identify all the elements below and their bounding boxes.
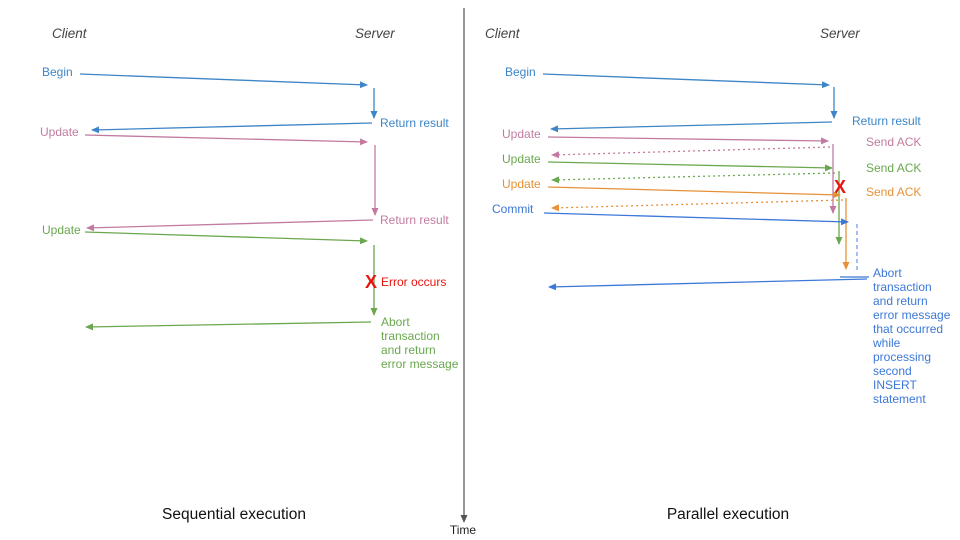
right-begin-return-line [550, 121, 833, 133]
right-abort-message: Abort transaction and return error messa… [872, 266, 954, 406]
left-return-result-1-label: Return result [380, 116, 449, 130]
right-begin-label: Begin [505, 65, 536, 79]
left-update-2-label: Update [42, 223, 81, 237]
right-send-ack-3-line [551, 199, 844, 212]
left-abort-message: Abort transaction and return error messa… [381, 315, 459, 371]
right-update-2-label: Update [502, 152, 541, 166]
left-begin-request-line [79, 73, 368, 89]
time-axis-label: Time [450, 523, 477, 537]
right-client-header: Client [485, 26, 521, 41]
right-commit-label: Commit [492, 202, 534, 216]
right-send-ack-3-label: Send ACK [866, 185, 921, 199]
time-axis-arrowhead-icon [460, 515, 468, 523]
left-update-2-request-line [84, 231, 368, 245]
right-server-header: Server [820, 26, 860, 41]
right-update-1-request-line [547, 136, 829, 145]
right-begin-request-line [542, 73, 830, 89]
left-error-occurs-label: Error occurs [381, 275, 446, 289]
left-return-result-2-label: Return result [380, 213, 449, 227]
right-return-result-label: Return result [852, 114, 921, 128]
right-panel-title: Parallel execution [667, 506, 789, 523]
right-error-x-icon: X [834, 177, 846, 197]
left-update-1-request-line [84, 134, 368, 146]
left-update-1-label: Update [40, 125, 79, 139]
left-panel-title: Sequential execution [162, 506, 306, 523]
left-abort-return-line [85, 321, 372, 331]
right-update-2-request-line [547, 161, 833, 172]
right-send-ack-1-line [551, 146, 831, 159]
right-send-ack-1-label: Send ACK [866, 135, 921, 149]
right-update-3-request-line [547, 186, 841, 199]
left-begin-return-line [91, 122, 373, 134]
left-update-1-return-line [86, 219, 374, 232]
left-client-header: Client [52, 26, 88, 41]
right-send-ack-2-line [551, 172, 836, 184]
parallel-panel: Client Server Begin Return result Update… [485, 26, 954, 523]
right-update-1-label: Update [502, 127, 541, 141]
right-abort-return-line [548, 278, 868, 291]
left-begin-label: Begin [42, 65, 73, 79]
right-send-ack-2-label: Send ACK [866, 161, 921, 175]
left-error-x-icon: X [365, 272, 377, 292]
right-update-3-label: Update [502, 177, 541, 191]
left-server-header: Server [355, 26, 395, 41]
right-commit-request-line [543, 212, 849, 226]
sequential-panel: Client Server Begin Return result Update… [40, 26, 459, 523]
time-axis: Time [450, 8, 477, 537]
